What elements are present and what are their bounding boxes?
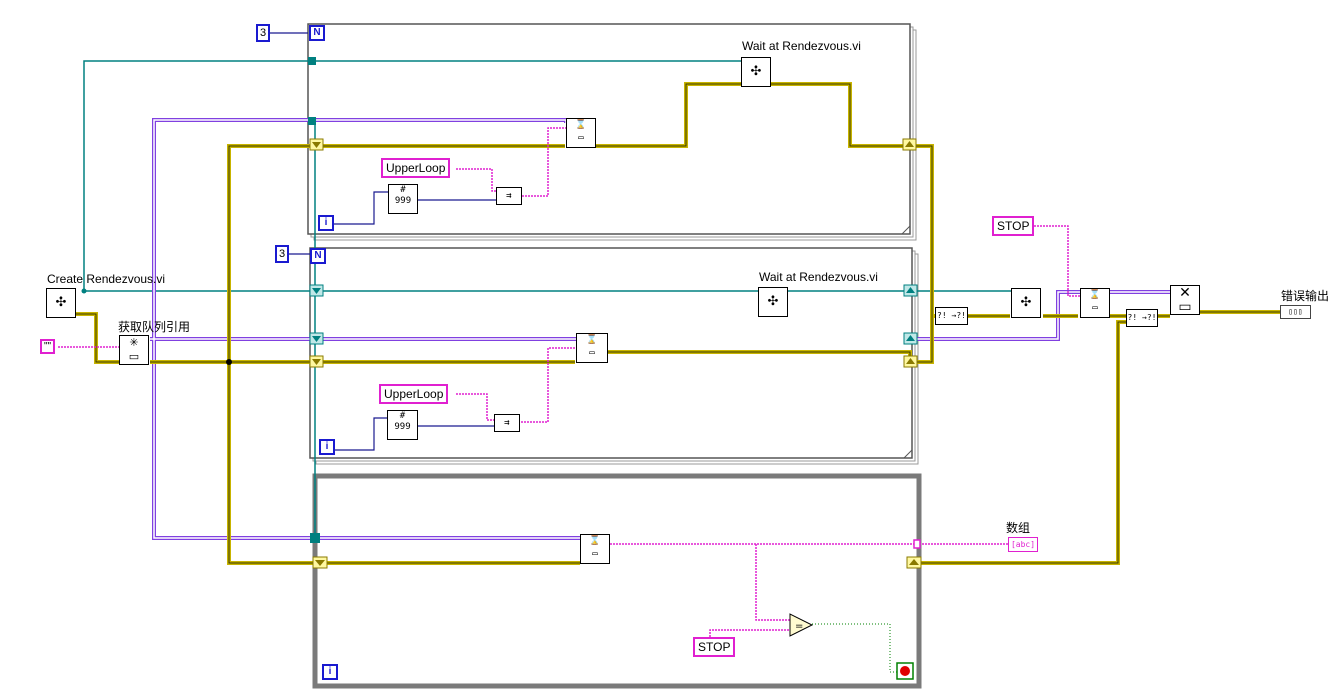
- dequeue-node-1[interactable]: ⌛▭: [566, 118, 596, 148]
- shift-register-loop2[interactable]: [309, 284, 918, 368]
- concatenate-node-1[interactable]: ⇉: [496, 187, 522, 205]
- create-rendezvous-label: Create Rendezvous.vi: [47, 272, 166, 286]
- concatenate-node-2[interactable]: ⇉: [494, 414, 520, 432]
- loop-stop-terminal[interactable]: [896, 662, 914, 680]
- error-out-label: 错误输出: [1281, 289, 1330, 303]
- stop-constant-2[interactable]: STOP: [693, 637, 736, 657]
- destroy-rendezvous-icon[interactable]: ✣: [1011, 288, 1041, 318]
- svg-text:=: =: [795, 621, 803, 632]
- tunnels[interactable]: [308, 57, 921, 549]
- count-terminal-1[interactable]: N: [309, 25, 325, 41]
- rendezvous-wires: [83, 60, 1028, 537]
- loop-count-constant-1[interactable]: 3: [256, 24, 270, 42]
- empty-string-constant[interactable]: "": [40, 339, 56, 354]
- shift-register-loop1[interactable]: [309, 138, 917, 151]
- upperloop-constant-1[interactable]: UpperLoop: [381, 158, 451, 178]
- obtain-queue-icon[interactable]: ✳▭: [119, 335, 149, 365]
- numeric-wires: [270, 32, 496, 451]
- format-into-string-node-1[interactable]: # 999: [388, 184, 418, 214]
- error-wires-core: [76, 83, 1280, 564]
- stop-constant-1[interactable]: STOP: [992, 216, 1035, 236]
- error-out-indicator[interactable]: ▯▯▯: [1280, 305, 1311, 319]
- dequeue-node-2[interactable]: ⌛▭: [576, 333, 608, 363]
- iteration-terminal-1[interactable]: i: [318, 215, 334, 231]
- iteration-terminal-3[interactable]: i: [322, 664, 338, 680]
- enqueue-node[interactable]: ⌛▭: [1080, 288, 1110, 318]
- boolean-wire: [812, 623, 898, 673]
- while-loop[interactable]: [312, 473, 922, 689]
- wait-rendezvous-icon-1[interactable]: ✣: [741, 57, 771, 87]
- release-queue-icon[interactable]: ✕▭: [1170, 285, 1200, 315]
- wait-rendezvous-label-2: Wait at Rendezvous.vi: [759, 270, 878, 284]
- error-wire-junction: [226, 359, 232, 365]
- iteration-terminal-2[interactable]: i: [319, 439, 335, 455]
- merge-errors-node-1[interactable]: ?! →?!: [935, 307, 968, 325]
- create-rendezvous-icon[interactable]: ✣: [46, 288, 76, 318]
- array-indicator[interactable]: [abc]: [1008, 537, 1038, 552]
- equal-compare-node[interactable]: =: [789, 613, 814, 637]
- get-queue-ref-label: 获取队列引用: [118, 320, 191, 334]
- shift-register-while[interactable]: [312, 556, 922, 569]
- array-label: 数组: [1006, 521, 1031, 535]
- loop-count-constant-2[interactable]: 3: [275, 245, 289, 263]
- upperloop-constant-2[interactable]: UpperLoop: [379, 384, 449, 404]
- rendezvous-wire-junction: [81, 288, 87, 294]
- wait-rendezvous-icon-2[interactable]: ✣: [758, 287, 788, 317]
- count-terminal-2[interactable]: N: [310, 248, 326, 264]
- wait-rendezvous-label-1: Wait at Rendezvous.vi: [742, 39, 861, 53]
- dequeue-node-3[interactable]: ⌛▭: [580, 534, 610, 564]
- merge-errors-node-2[interactable]: ?! →?!: [1126, 309, 1158, 327]
- format-into-string-node-2[interactable]: # 999: [387, 410, 418, 440]
- string-wires: [58, 127, 1080, 648]
